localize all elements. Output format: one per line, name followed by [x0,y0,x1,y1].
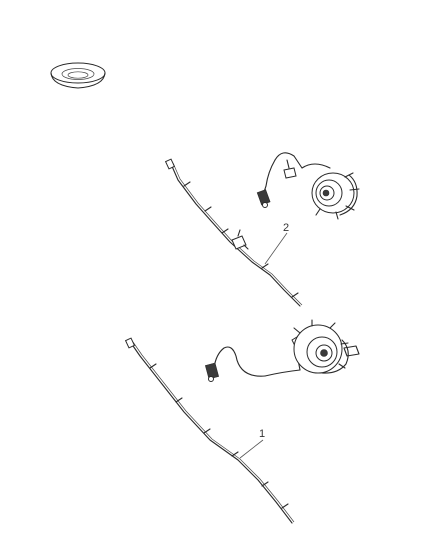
wheel-hub-2 [311,172,360,220]
sensor-plug-2 [256,189,271,208]
wheel-speed-sensor-harness-2: 2 [164,152,360,307]
callout-1-label: 1 [259,428,265,440]
sensor-plug-1 [204,362,220,382]
callout-2-label: 2 [283,222,289,234]
grommet-ring [50,62,106,89]
wheel-speed-sensor-harness-1: 1 [124,319,360,524]
wheel-hub-1 [293,319,360,374]
